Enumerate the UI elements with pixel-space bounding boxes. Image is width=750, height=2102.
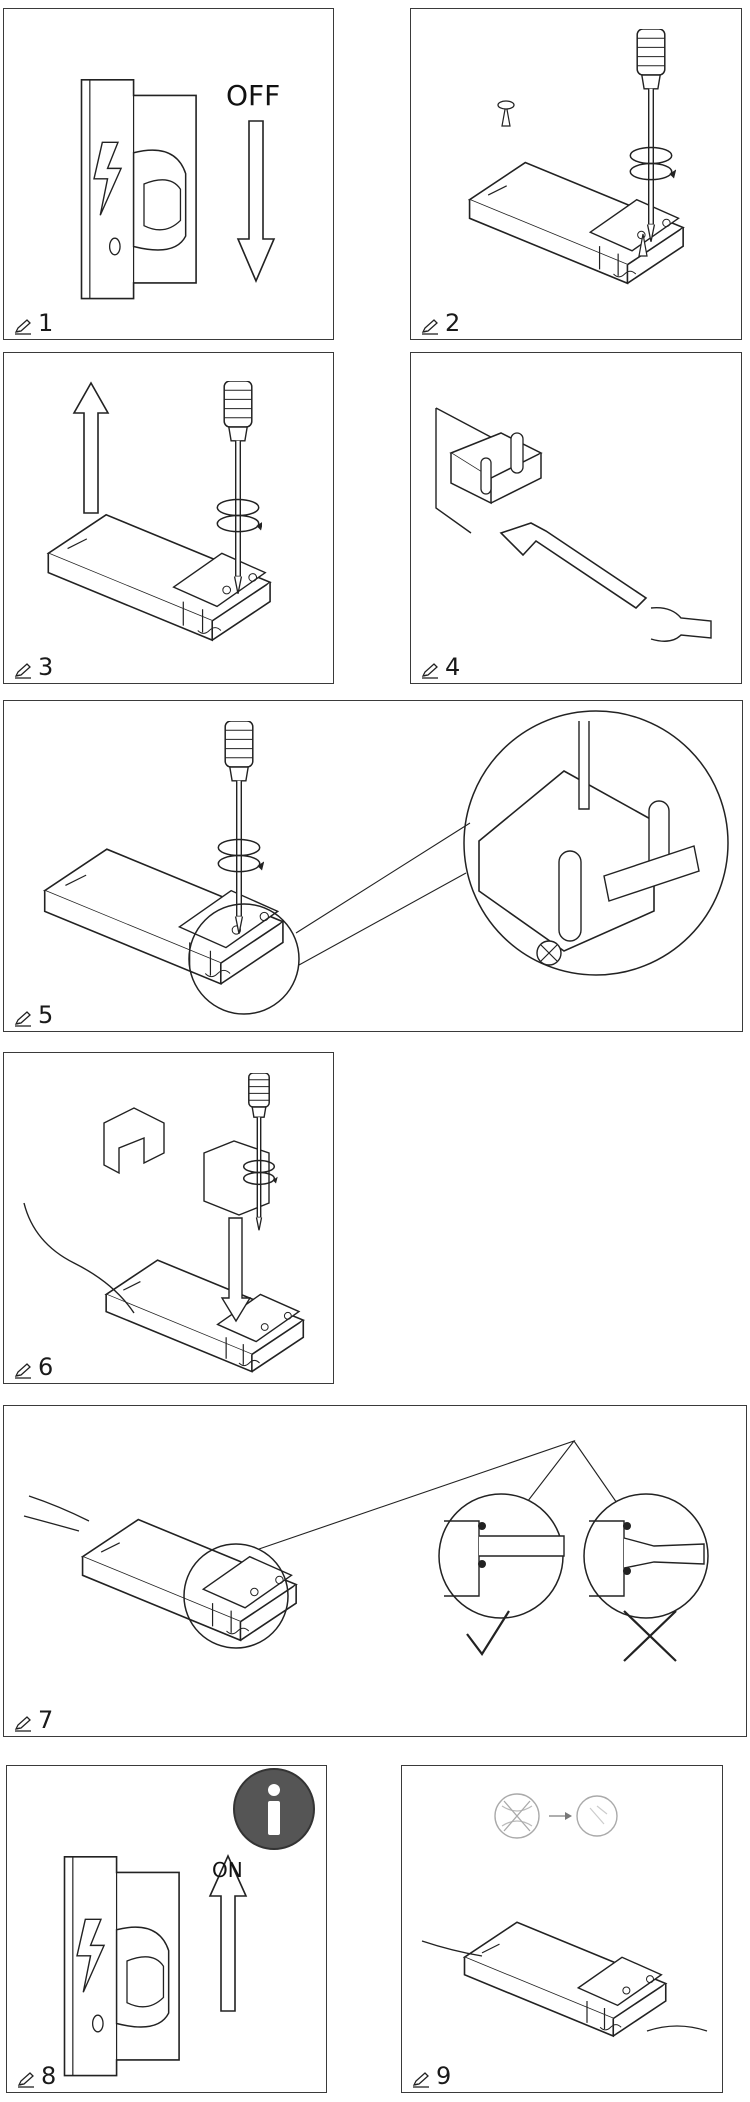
pencil-icon <box>14 319 32 335</box>
switch-off-label: OFF <box>226 79 281 112</box>
arrow-down-icon <box>238 121 274 281</box>
pencil-icon <box>17 2072 35 2088</box>
panel-step-8: ON 8 <box>6 1765 327 2093</box>
pencil-icon <box>421 663 439 679</box>
step-number: 5 <box>38 1001 54 1029</box>
panel-9-illustration <box>402 1766 724 2038</box>
step-marker: 6 <box>14 1355 53 1379</box>
step-number: 4 <box>445 653 461 681</box>
switch-on-label: ON <box>212 1858 243 1882</box>
step-marker: 5 <box>14 1003 53 1027</box>
panel-step-1: OFF 1 <box>3 8 334 340</box>
wall-switch-illustration <box>80 78 197 300</box>
wire-icon <box>651 608 711 642</box>
zoom-circle-small <box>189 904 299 1014</box>
pencil-icon <box>14 1011 32 1027</box>
panel-7-illustration <box>4 1406 748 1738</box>
step-number: 7 <box>38 1706 54 1734</box>
panel-3-illustration <box>47 381 272 642</box>
step-number: 6 <box>38 1353 54 1381</box>
terminal-cover-illustration <box>104 1108 164 1173</box>
arrow-up-icon <box>74 383 108 513</box>
arrow-left-icon <box>501 523 646 608</box>
panel-6-illustration <box>4 1073 305 1373</box>
step-number: 3 <box>38 653 54 681</box>
panel-step-7: 7 <box>3 1405 747 1737</box>
pencil-icon <box>412 2072 430 2088</box>
pencil-icon <box>14 1716 32 1732</box>
screw-icon <box>502 104 510 126</box>
pencil-icon <box>14 1363 32 1379</box>
step-marker: 9 <box>412 2064 451 2088</box>
arrow-down-icon <box>222 1218 250 1321</box>
step-marker: 1 <box>14 311 53 335</box>
panel-step-5: 5 <box>3 700 743 1032</box>
step-marker: 7 <box>14 1708 53 1732</box>
led-driver-illustration <box>105 1259 305 1373</box>
wall-switch-illustration <box>63 1855 180 2077</box>
step-number: 2 <box>445 309 461 337</box>
step-number: 8 <box>41 2062 57 2090</box>
step-number: 1 <box>38 309 54 337</box>
panel-2-illustration <box>468 29 685 285</box>
panel-step-2: 2 <box>410 8 742 340</box>
pencil-icon <box>14 663 32 679</box>
cable-icon <box>422 1941 482 1956</box>
zoom-circle-small <box>184 1544 288 1648</box>
panel-1-illustration <box>80 78 335 300</box>
checkmark-icon <box>467 1611 509 1654</box>
panel-8-illustration <box>63 1766 328 2077</box>
cable-icon <box>24 1203 134 1313</box>
arrow-up-icon <box>210 1856 246 2011</box>
panel-4-illustration <box>411 353 743 685</box>
step-number: 9 <box>436 2062 452 2090</box>
cross-icon <box>624 1611 676 1661</box>
panel-5-illustration <box>43 701 744 1033</box>
led-driver-illustration <box>463 1921 667 2038</box>
panel-step-4: 4 <box>410 352 742 684</box>
panel-step-9: 9 <box>401 1765 723 2093</box>
panel-step-3: 3 <box>3 352 334 684</box>
step-marker: 8 <box>17 2064 56 2088</box>
pencil-icon <box>421 319 439 335</box>
step-marker: 2 <box>421 311 460 335</box>
step-marker: 3 <box>14 655 53 679</box>
led-driver-illustration <box>81 1518 298 1642</box>
panel-step-6: 6 <box>3 1052 334 1384</box>
led-driver-illustration <box>43 848 285 986</box>
step-marker: 4 <box>421 655 460 679</box>
cable-icon <box>24 1496 89 1531</box>
